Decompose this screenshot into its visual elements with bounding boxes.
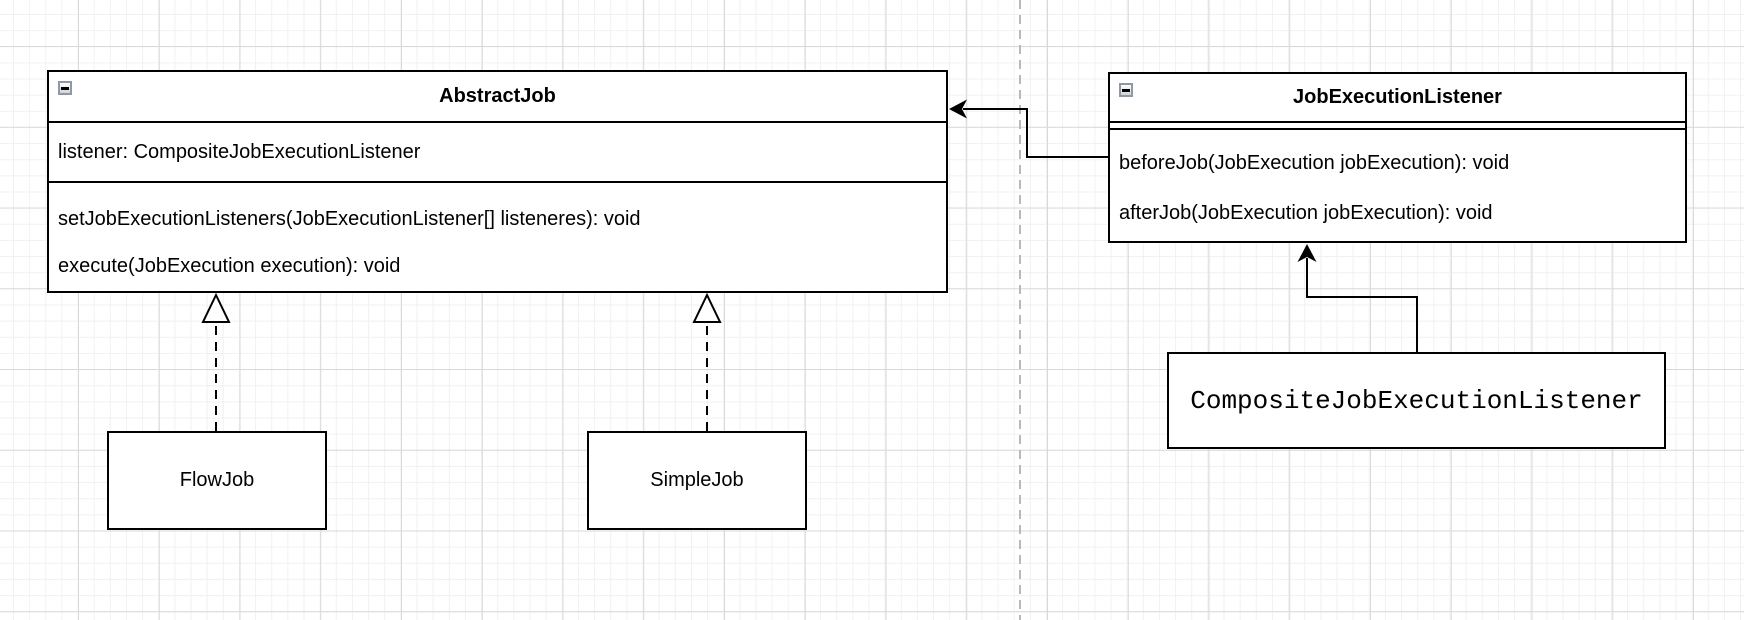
node-flowjob[interactable]: FlowJob xyxy=(107,431,327,530)
class-abstractjob-header: AbstractJob xyxy=(49,72,946,123)
class-jobexecutionlistener-header: JobExecutionListener xyxy=(1110,74,1685,123)
attribute-row: listener: CompositeJobExecutionListener xyxy=(58,140,421,163)
minus-icon xyxy=(1122,88,1130,92)
node-simplejob[interactable]: SimpleJob xyxy=(587,431,807,530)
node-title: FlowJob xyxy=(179,469,255,491)
class-title: AbstractJob xyxy=(439,85,556,107)
class-jobexecutionlistener-methods: beforeJob(JobExecution jobExecution): vo… xyxy=(1110,130,1685,237)
minus-icon xyxy=(61,86,69,90)
class-title: JobExecutionListener xyxy=(1293,86,1502,108)
node-title: SimpleJob xyxy=(650,469,744,491)
class-jobexecutionlistener[interactable]: JobExecutionListener beforeJob(JobExecut… xyxy=(1108,72,1687,243)
class-jobexecutionlistener-attributes xyxy=(1110,123,1685,130)
edge-jobexecutionlistener-to-abstractjob[interactable] xyxy=(963,108,1108,158)
page-divider xyxy=(1019,0,1021,620)
filled-arrowhead-icon[interactable] xyxy=(1297,244,1317,262)
node-compositejobexecutionlistener[interactable]: CompositeJobExecutionListener xyxy=(1167,352,1666,449)
method-row: beforeJob(JobExecution jobExecution): vo… xyxy=(1119,152,1510,174)
hollow-triangle-icon[interactable] xyxy=(201,292,231,323)
class-abstractjob-attributes: listener: CompositeJobExecutionListener xyxy=(49,123,946,183)
node-title: CompositeJobExecutionListener xyxy=(1190,385,1643,416)
class-abstractjob[interactable]: AbstractJob listener: CompositeJobExecut… xyxy=(47,70,948,293)
class-abstractjob-methods: setJobExecutionListeners(JobExecutionLis… xyxy=(49,183,946,289)
method-row: execute(JobExecution execution): void xyxy=(58,255,401,277)
filled-arrowhead-icon[interactable] xyxy=(949,99,967,119)
method-row: afterJob(JobExecution jobExecution): voi… xyxy=(1119,202,1493,224)
method-row: setJobExecutionListeners(JobExecutionLis… xyxy=(58,208,641,230)
collapse-icon[interactable] xyxy=(58,81,72,95)
collapse-icon[interactable] xyxy=(1119,83,1133,97)
hollow-triangle-icon[interactable] xyxy=(692,292,722,323)
edge-composite-to-jobexecutionlistener[interactable] xyxy=(1306,258,1418,352)
